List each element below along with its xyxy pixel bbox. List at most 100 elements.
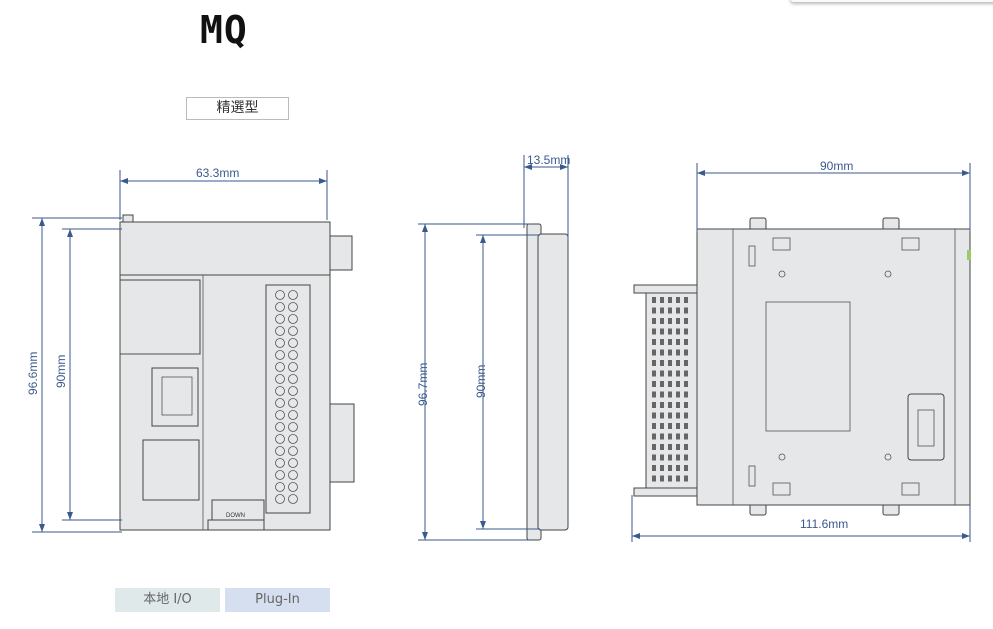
terminal-slot [652, 381, 656, 387]
terminal-hole [288, 494, 298, 504]
front-total-height-label: 96.6mm [26, 352, 40, 395]
terminal-slot [652, 328, 656, 335]
terminal-slot [676, 381, 680, 387]
top-depth-label: 111.6mm [800, 517, 848, 531]
terminal-slot [668, 444, 672, 450]
terminal-slot [684, 433, 688, 440]
side-total-height-label: 96.7mm [416, 363, 430, 406]
terminal-slot [668, 349, 672, 356]
terminal-slot [684, 349, 688, 356]
terminal-slot [684, 465, 688, 471]
front-body-height-label: 90mm [54, 355, 68, 388]
tab-plug-in[interactable]: Plug-In [225, 588, 330, 612]
terminal-slot [660, 370, 664, 377]
terminal-hole [288, 398, 298, 408]
terminal-hole [275, 338, 285, 348]
terminal-hole [288, 350, 298, 360]
terminal-hole [288, 290, 298, 300]
terminal-slot [684, 370, 688, 377]
terminal-hole [288, 458, 298, 468]
terminal-slot [676, 318, 680, 324]
terminal-slot [668, 391, 672, 398]
terminal-hole [288, 326, 298, 336]
terminal-slot [652, 297, 656, 303]
terminal-slot [668, 475, 672, 482]
terminal-slot [676, 360, 680, 366]
terminal-hole [275, 374, 285, 384]
terminal-hole [275, 446, 285, 456]
terminal-hole [275, 434, 285, 444]
terminal-slot [660, 349, 664, 356]
terminal-slot [684, 402, 688, 408]
terminal-slot [652, 433, 656, 440]
terminal-slot [660, 444, 664, 450]
terminal-slot [668, 454, 672, 461]
terminal-slot [668, 423, 672, 429]
terminal-slot [660, 433, 664, 440]
tab-local-io[interactable]: 本地 I/O [115, 588, 220, 612]
terminal-slot [684, 423, 688, 429]
terminal-slot [652, 423, 656, 429]
terminal-hole [288, 386, 298, 396]
terminal-slot [676, 402, 680, 408]
terminal-hole [275, 362, 285, 372]
terminal-slot [660, 454, 664, 461]
terminal-hole [288, 446, 298, 456]
terminal-slot [660, 475, 664, 482]
terminal-hole [288, 482, 298, 492]
terminal-hole [275, 458, 285, 468]
terminal-hole [275, 494, 285, 504]
terminal-slot [668, 381, 672, 387]
side-body-height-label: 90mm [474, 365, 488, 398]
terminal-hole [275, 386, 285, 396]
terminal-slot [668, 433, 672, 440]
terminal-slot [660, 412, 664, 419]
terminal-slot [652, 465, 656, 471]
terminal-slot [676, 339, 680, 345]
side-depth-label: 13.5mm [527, 153, 570, 167]
terminal-hole [288, 362, 298, 372]
terminal-hole [275, 326, 285, 336]
terminal-hole [275, 422, 285, 432]
terminal-slot [684, 475, 688, 482]
top-view [633, 217, 971, 516]
variant-label: 精選型 [186, 97, 289, 120]
terminal-slot [660, 307, 664, 314]
terminal-slot [676, 423, 680, 429]
terminal-slot [668, 465, 672, 471]
terminal-slot [676, 465, 680, 471]
terminal-slot [676, 391, 680, 398]
terminal-hole [288, 302, 298, 312]
terminal-slot [660, 339, 664, 345]
terminal-slot [652, 307, 656, 314]
terminal-hole [275, 350, 285, 360]
terminal-hole [275, 482, 285, 492]
terminal-slot [652, 402, 656, 408]
terminal-hole [288, 410, 298, 420]
terminal-slot [668, 297, 672, 303]
terminal-slot [684, 360, 688, 366]
terminal-slot [668, 307, 672, 314]
terminal-slot [668, 328, 672, 335]
terminal-slot [652, 412, 656, 419]
terminal-slot [676, 412, 680, 419]
terminal-hole [275, 314, 285, 324]
terminal-slot [676, 475, 680, 482]
terminal-slot [652, 391, 656, 398]
tab-bar: 本地 I/O Plug-In [115, 588, 330, 612]
terminal-slot [660, 297, 664, 303]
terminal-slot [652, 444, 656, 450]
terminal-slot [660, 318, 664, 324]
terminal-hole [288, 374, 298, 384]
terminal-hole [288, 338, 298, 348]
terminal-slot [676, 328, 680, 335]
terminal-slot [660, 423, 664, 429]
terminal-slot [660, 391, 664, 398]
terminal-slot [676, 454, 680, 461]
terminal-slot [684, 412, 688, 419]
terminal-slot [684, 307, 688, 314]
terminal-slot [668, 360, 672, 366]
top-bar-shadow [790, 0, 993, 2]
terminal-slot [652, 475, 656, 482]
